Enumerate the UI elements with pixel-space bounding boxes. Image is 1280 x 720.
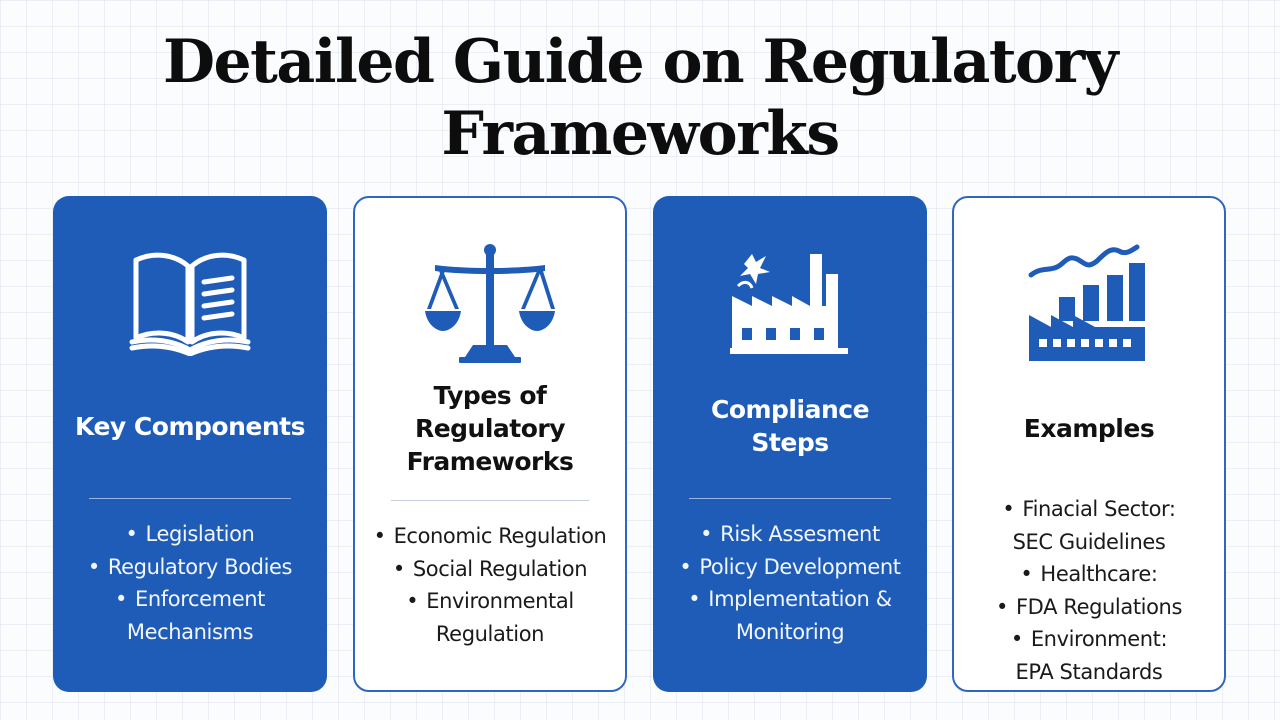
list-item-text: Regulation <box>435 621 545 646</box>
card-heading-line: Examples <box>1023 413 1155 443</box>
factory-growth-chart-icon <box>954 238 1224 368</box>
card-bullet-list: •Finacial Sector: SEC Guidelines •Health… <box>958 493 1220 688</box>
open-book-icon <box>53 236 327 366</box>
card-types-of-regulatory-frameworks: Types of Regulatory Frameworks •Economic… <box>353 196 627 692</box>
list-item-text: Healthcare: <box>1040 562 1158 586</box>
list-item: •Regulatory Bodies <box>87 554 293 579</box>
list-item: •Finacial Sector: SEC Guidelines <box>958 493 1220 558</box>
card-heading-line: Key Components <box>75 411 305 441</box>
list-item-text: FDA Regulations <box>1016 594 1182 619</box>
list-item: •Risk Assesment <box>700 522 880 546</box>
list-item: •Implementation & Monitoring <box>657 583 923 648</box>
list-item-text: EPA Standards <box>1015 659 1163 684</box>
list-item-text: Finacial Sector: <box>1022 497 1176 521</box>
list-item-text: Enforcement <box>135 587 265 611</box>
list-item: •Environmental Regulation <box>359 585 621 650</box>
card-key-components: Key Components •Legislation •Regulatory … <box>53 196 327 692</box>
scales-of-justice-icon <box>355 238 625 368</box>
list-item-text: SEC Guidelines <box>1012 529 1166 554</box>
list-item-text: Monitoring <box>735 619 845 644</box>
list-item: •Legislation <box>125 522 255 546</box>
card-heading-line: Types of <box>433 380 547 410</box>
card-bullet-list: •Legislation •Regulatory Bodies •Enforce… <box>57 518 323 648</box>
list-item: •Economic Regulation <box>373 524 607 548</box>
card-heading-line: Regulatory <box>414 413 566 443</box>
card-divider <box>89 498 291 499</box>
list-item-text: Risk Assesment <box>720 522 880 546</box>
list-item: •Healthcare: <box>1020 562 1158 586</box>
list-item: •Environment: EPA Standards <box>958 623 1220 688</box>
card-heading: Key Components <box>61 356 319 496</box>
card-divider <box>391 500 589 501</box>
card-heading: Compliance Steps <box>661 356 919 496</box>
list-item-text: Implementation & <box>708 587 892 611</box>
card-examples: Examples •Finacial Sector: SEC Guideline… <box>952 196 1226 692</box>
card-bullet-list: •Risk Assesment •Policy Development •Imp… <box>657 518 923 648</box>
card-heading-line: Steps <box>751 428 829 457</box>
page-title-line-1: Detailed Guide on Regulatory <box>162 27 1119 97</box>
card-heading: Examples <box>962 358 1216 498</box>
list-item-text: Legislation <box>145 522 255 546</box>
list-item-text: Policy Development <box>699 554 901 579</box>
list-item: •Social Regulation <box>392 556 588 581</box>
list-item: •Policy Development <box>679 554 901 579</box>
card-heading-line: Compliance <box>710 395 870 424</box>
card-heading: Types of Regulatory Frameworks <box>363 358 617 498</box>
list-item: •FDA Regulations <box>996 594 1182 619</box>
list-item-text: Mechanisms <box>126 619 254 644</box>
page-title-line-2: Frameworks <box>441 99 840 169</box>
list-item-text: Regulatory Bodies <box>107 554 293 579</box>
list-item: •Enforcement Mechanisms <box>57 583 323 648</box>
factory-icon <box>653 236 927 366</box>
list-item-text: Environmental <box>426 589 574 613</box>
card-heading-line: Frameworks <box>406 446 574 476</box>
card-divider <box>689 498 891 499</box>
page-title: Detailed Guide on Regulatory Frameworks <box>0 26 1280 170</box>
list-item-text: Economic Regulation <box>393 524 607 548</box>
list-item-text: Environment: <box>1030 627 1168 651</box>
list-item-text: Social Regulation <box>412 556 588 581</box>
card-compliance-steps: Compliance Steps •Risk Assesment •Policy… <box>653 196 927 692</box>
card-bullet-list: •Economic Regulation •Social Regulation … <box>359 520 621 650</box>
